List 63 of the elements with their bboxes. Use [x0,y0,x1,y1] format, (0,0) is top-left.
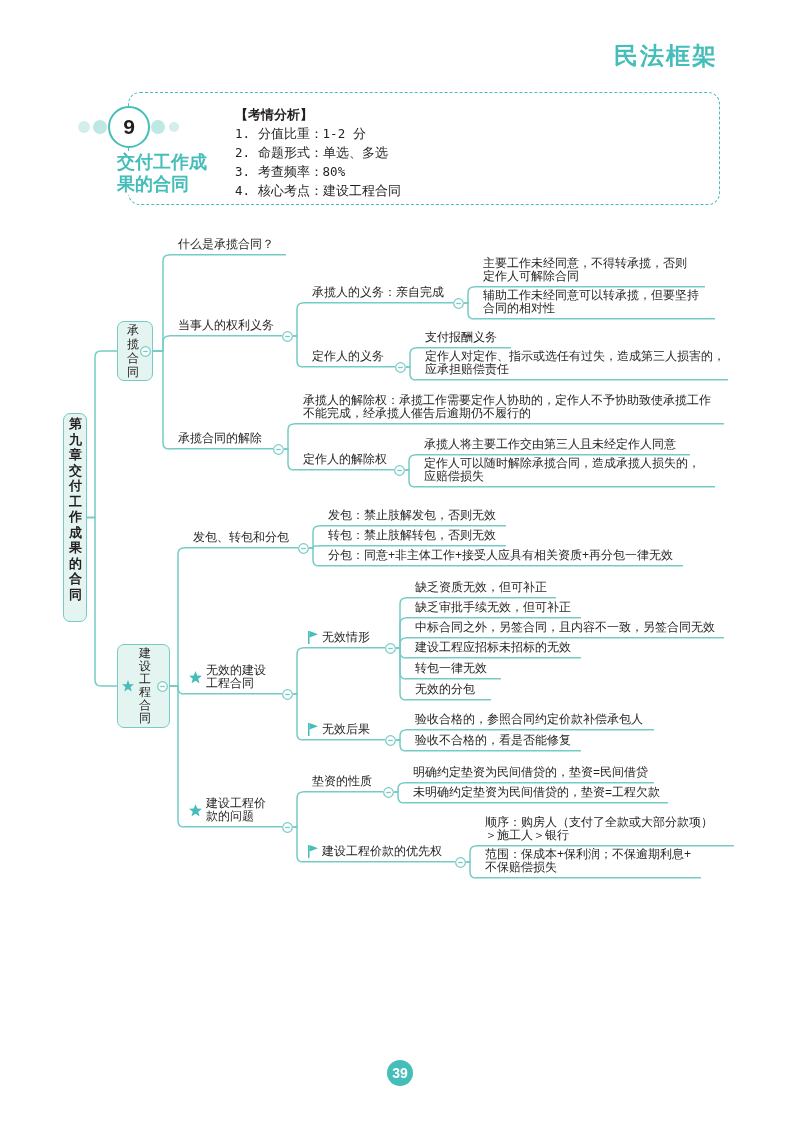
topic-label: 支付报酬义务 [416,331,511,350]
topic-label: 辅助工作未经同意可以转承揽，但要坚持合同的相对性 [474,289,715,321]
topic-text: 发包、转包和分包 [193,531,289,545]
topic-text: 定作人的解除权 [303,453,387,467]
info-item: 4. 核心考点：建设工程合同 [235,182,401,200]
topic-label: 缺乏资质无效，但可补正 [406,581,556,600]
connector-line [393,782,405,793]
topic-text: 建设工程价款的问题 [206,797,267,824]
topic-label: 无效的分包 [406,683,491,702]
topic-label: 承揽人的解除权：承揽工作需要定作人协助的，定作人不予协助致使承揽工作不能完成，经承揽人催告后逾期仍不履行的 [294,394,724,426]
topic-label: 验收合格的，参照合同约定价款补偿承包人 [406,713,654,732]
connector-line [292,335,304,368]
topic-label: 范围：保成本+保利润；不保逾期利息+不保赔偿损失 [476,848,701,880]
topic-label: 承揽人将主要工作交由第三人且未经定作人同意 [415,438,690,457]
connector-line [86,350,118,519]
topic-label: 定作人可以随时解除承揽合同，造成承揽人损失的，应赔偿损失 [415,457,715,489]
topic-label: 转包一律无效 [406,662,501,681]
topic-text: 无效情形 [322,631,370,645]
info-heading: 【考情分析】 [235,106,313,124]
topic-label: 主要工作未经同意，不得转承揽，否则定作人可解除合同 [474,257,705,289]
topic-label: 顺序：购房人（支付了全款或大部分款项）＞施工人＞银行 [476,816,734,848]
topic-label: 分包：同意+非主体工作+接受人应具有相关资质+再分包一律无效 [319,549,683,568]
connector-line [405,366,417,381]
info-item: 1. 分值比重：1-2 分 [235,125,366,143]
connector-line [283,448,295,471]
info-item: 3. 考查频率：80% [235,163,346,181]
connector-line [404,454,416,471]
topic-label: 缺乏审批手续无效，但可补正 [406,601,581,620]
header-label: 民法框架 [614,41,718,71]
topic-box [117,321,153,381]
topic-label: 未明确约定垫资为民间借贷的，垫资=工程欠款 [404,786,668,805]
topic-label: 中标合同之外，另签合同，且内容不一致，另签合同无效 [406,621,724,640]
topic-box [117,644,170,728]
topic-text: 承揽合同 [126,323,139,379]
connector-line [152,335,170,352]
connector-line [292,826,304,863]
topic-text: 当事人的权利义务 [178,319,274,333]
topic-label: 明确约定垫资为民间借贷的，垫资=民间借贷 [404,766,654,785]
chapter-title: 交付工作成果的合同 [117,151,209,195]
topic-label: 发包：禁止肢解发包，否则无效 [319,509,506,528]
number-circle: 9 [108,106,150,148]
topic-label: 建设工程应招标未招标的无效 [406,641,581,660]
topic-label: 转包：禁止肢解转包，否则无效 [319,529,506,548]
topic-text: 建设工程合同 [138,647,151,725]
connector-line [169,685,185,695]
topic-label: 定作人对定作、指示或选任有过失，造成第三人损害的，应承担赔偿责任 [416,350,728,382]
connector-line [292,693,304,741]
topic-label: 什么是承揽合同？ [169,238,286,257]
topic-text: 承揽合同的解除 [178,432,262,446]
chapter-box: 第九章交付工作成果的合同 [63,413,87,622]
topic-text: 无效后果 [322,723,370,737]
info-item: 2. 命题形式：单选、多选 [235,144,388,162]
topic-text: 垫资的性质 [312,775,372,789]
topic-label: 验收不合格的，看是否能修复 [406,734,581,753]
topic-text: 无效的建设工程合同 [206,664,267,691]
topic-text: 建设工程价款的优先权 [322,845,442,859]
connector-line [465,861,477,879]
connector-line [308,545,320,549]
connector-line [463,302,475,320]
topic-text: 定作人的义务 [312,350,384,364]
connector-line [395,729,407,741]
page-number: 39 [387,1060,413,1086]
topic-text: 承揽人的义务：亲自完成 [312,286,444,300]
